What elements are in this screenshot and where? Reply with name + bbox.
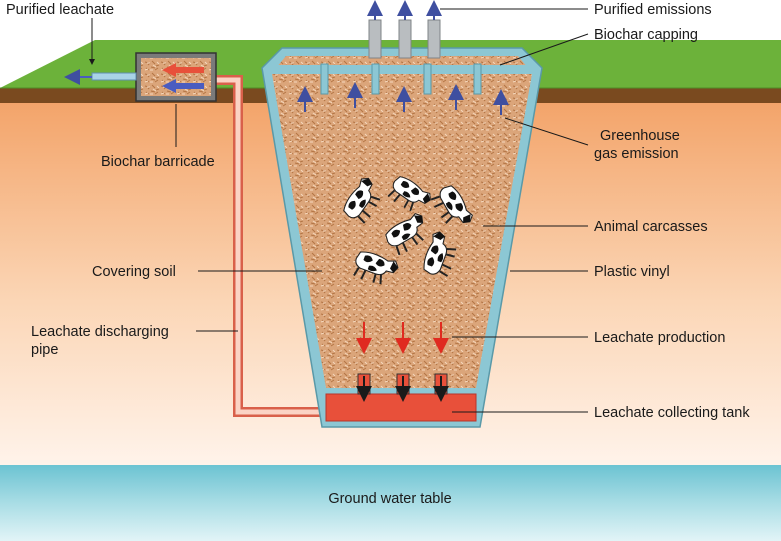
label-biochar-capping: Biochar capping bbox=[594, 27, 698, 43]
ground-water-layer bbox=[0, 465, 781, 541]
label-biochar-barricade: Biochar barricade bbox=[101, 154, 215, 170]
label-covering-soil: Covering soil bbox=[92, 264, 176, 280]
leader-lines bbox=[89, 8, 589, 413]
biochar-barricade-box bbox=[135, 52, 217, 102]
tank-inflow-arrows bbox=[356, 373, 449, 402]
vent-pipes bbox=[320, 19, 482, 95]
label-plastic-vinyl: Plastic vinyl bbox=[594, 264, 670, 280]
leachate-production-arrows bbox=[356, 322, 449, 354]
label-leachate-pipe-line1: Leachate discharging bbox=[31, 324, 169, 340]
label-leachate-pipe-line2: pipe bbox=[31, 342, 58, 358]
label-purified-emissions: Purified emissions bbox=[594, 2, 712, 18]
label-ground-water: Ground water table bbox=[328, 491, 451, 507]
label-greenhouse-line2: gas emission bbox=[594, 146, 679, 162]
label-animal-carcasses: Animal carcasses bbox=[594, 219, 708, 235]
purified-emission-arrows bbox=[367, 0, 442, 20]
leachate-collecting-tank bbox=[325, 393, 477, 422]
greenhouse-gas-arrows bbox=[297, 82, 509, 115]
label-leachate-tank: Leachate collecting tank bbox=[594, 405, 750, 421]
label-purified-leachate: Purified leachate bbox=[6, 2, 114, 18]
label-greenhouse-line1: Greenhouse bbox=[600, 128, 680, 144]
label-leachate-production: Leachate production bbox=[594, 330, 725, 346]
outflow-pipe bbox=[91, 72, 137, 81]
